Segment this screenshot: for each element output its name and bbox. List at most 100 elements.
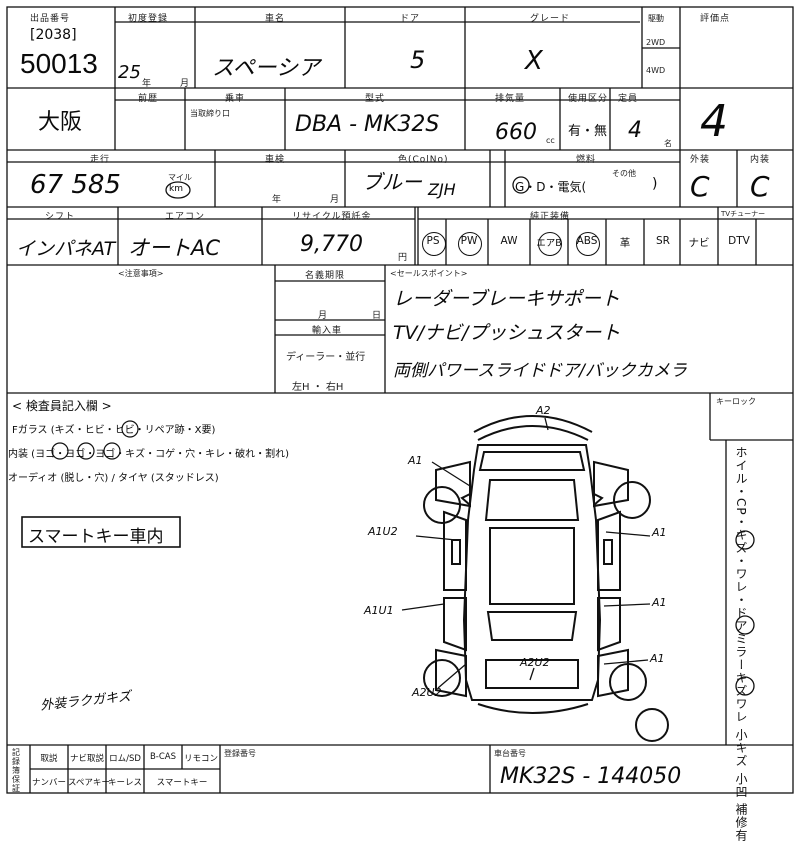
equipment-label: 純正装備 (530, 212, 571, 222)
footer-rom-sd: ロム/SD (109, 754, 141, 764)
color-label: 色(ColNo) (398, 155, 449, 165)
lot-number: 50013 (20, 48, 98, 79)
seats-note: 当取締り口 (190, 109, 230, 118)
equip-circle-4 (576, 232, 600, 256)
door-label: ドア (400, 14, 421, 24)
inspection-year-unit: 年 (272, 195, 283, 205)
damage-mark-front: A2 (536, 404, 551, 417)
smart-key-note: スマートキー車内 (28, 527, 164, 547)
recycle-unit: 円 (398, 253, 409, 263)
damage-pointers (401, 417, 651, 689)
mileage-unit: km (169, 184, 183, 194)
sheet-grid (6, 6, 794, 794)
footer-plate: ナンバー (31, 778, 66, 788)
equip-leather: 革 (619, 237, 631, 249)
rating-value: 4 (700, 96, 728, 147)
first-reg-label: 初度登録 (128, 14, 169, 24)
fuel-close: ) (652, 176, 658, 192)
grade-value: X (525, 46, 543, 76)
inspector-audio-line: オーディオ (脱し・穴) / タイヤ (スタッドレス) (8, 473, 219, 484)
drive-4wd: 4WD (646, 66, 666, 75)
smart-key-box (21, 516, 181, 548)
drive-2wd: 2WD (646, 38, 666, 47)
damage-legend: ホイル・CP・キズ・ワレ・ドアミラーキズワレ 小キズ 小凹 補修有 (734, 446, 748, 842)
chassis-label: 車台番号 (494, 749, 526, 758)
recycle-label: リサイクル預託金 (292, 212, 372, 222)
color-value: ブルー (362, 170, 422, 194)
inspector-title: < 検査員記入欄 > (12, 399, 112, 413)
fuel-value: G・D・電気( (515, 180, 587, 194)
location: 大阪 (38, 110, 83, 135)
sales-point-2: TV/ナビ/プッシュスタート (393, 322, 621, 344)
inspection-month-unit: 月 (330, 195, 341, 205)
damage-mark-left-rear: A2U2 (412, 686, 442, 699)
wheel-diagram (423, 481, 669, 742)
fuel-other: その他 (612, 169, 636, 178)
first-reg-year: 25 (118, 62, 141, 83)
ownership-period-label: 名義期限 (305, 271, 346, 281)
tv-tuner-label: TVチューナー (721, 210, 766, 218)
car-name: スペーシア (212, 56, 321, 81)
history-label: 前歴 (138, 94, 159, 104)
model-label: 型式 (365, 94, 386, 104)
equip-aw: AW (500, 235, 518, 247)
color-code: ZJH (428, 180, 456, 199)
cc-unit: cc (546, 136, 555, 145)
drive-label: 駆動 (648, 14, 664, 23)
footer-spare-key: スペアキー (68, 778, 110, 788)
ac-value: オートAC (128, 236, 221, 260)
mileage-value: 67 585 (30, 170, 121, 200)
sales-point-3: 両側パワースライドドア/バックカメラ (393, 361, 687, 381)
footer-smart-key: スマートキー (156, 778, 208, 788)
exterior-label: 外装 (690, 155, 711, 165)
period-month: 月 (318, 311, 329, 321)
footer-keyless: キーレス (107, 778, 142, 788)
footer-remote: リモコン (183, 754, 218, 764)
rating-label: 評価点 (700, 14, 731, 24)
sales-point-1: レーダーブレーキサポート (393, 288, 620, 310)
interior-grade: C (750, 170, 770, 203)
caution-label: <注意事項> (118, 269, 164, 278)
capacity-label: 定員 (618, 94, 639, 104)
damage-mark-right-rear-door: A1 (652, 596, 667, 609)
first-reg-month-unit: 月 (180, 79, 191, 89)
capacity-value: 4 (628, 118, 642, 143)
recycle-value: 9,770 (300, 232, 363, 257)
equip-circle-1 (458, 232, 482, 256)
equip-navi: ナビ (688, 237, 710, 249)
inspector-glass-line: Fガラス (キズ・ヒビ・ヒビ・リペア跡・X要) (12, 425, 216, 436)
lot-sub-number: [2038] (30, 27, 77, 43)
grade-label: グレード (530, 14, 571, 24)
fuel-label: 燃料 (576, 155, 597, 165)
mileage-label: 走行 (90, 155, 111, 165)
equip-circle-0 (422, 232, 446, 256)
car-name-label: 車名 (265, 14, 286, 24)
damage-mark-right-rear: A1 (650, 652, 665, 665)
shift-label: シフト (45, 212, 76, 222)
footer-manual: 取説 (40, 754, 58, 764)
inspector-interior-line: 内装 (ヨゴ・ヨゴ・ヨゴ・キズ・コゲ・穴・キレ・破れ・割れ) (8, 449, 289, 460)
interior-label: 内装 (750, 155, 771, 165)
equip-dtv: DTV (728, 235, 750, 247)
equip-circle-3 (538, 232, 562, 256)
damage-mark-left-front-door: A1U2 (368, 525, 398, 538)
ac-label: エアコン (165, 212, 206, 222)
lot-label: 出品番号 (30, 14, 71, 24)
shift-value: インパネAT (16, 238, 116, 260)
damage-mark-left-fender: A1 (408, 454, 423, 467)
seats-label: 乗車 (225, 94, 246, 104)
import-label: 輸入車 (312, 326, 343, 336)
ownership-label: 使用区分 (568, 94, 609, 104)
keylock-label: キーロック (716, 397, 756, 406)
auction-sheet: 出品番号 [2038] 50013 初度登録 25 年 月 車名 スペーシア ド… (6, 6, 794, 842)
mileage-unit-top: マイル (168, 173, 192, 182)
inspection-label: 車検 (265, 155, 286, 165)
door-value: 5 (410, 46, 426, 74)
cc-value: 660 (495, 120, 537, 145)
damage-mark-tailgate: A2U2 (520, 656, 550, 669)
capacity-unit: 名 (664, 139, 672, 148)
damage-mark-left-rear-door: A1U1 (364, 604, 394, 617)
footer-side-chars: 記 録 簿 保 証 (12, 748, 20, 793)
handle-label: 左H ・ 右H (292, 382, 344, 393)
period-day: 日 (372, 311, 383, 321)
